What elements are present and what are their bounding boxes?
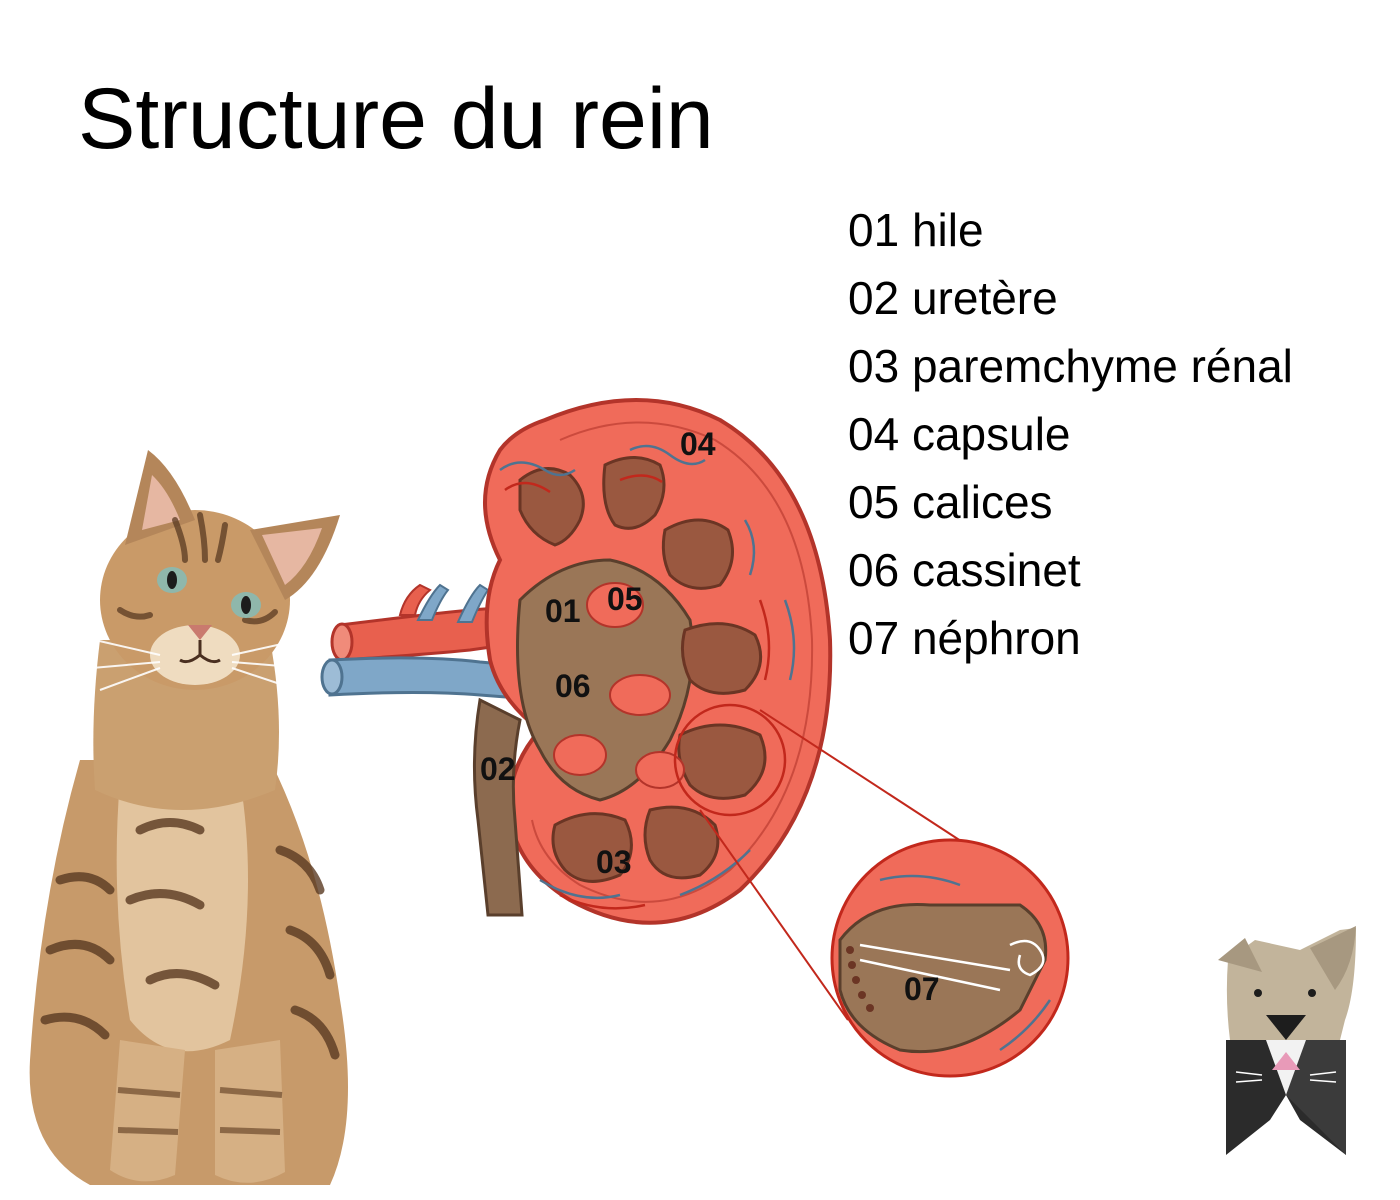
marker-06: 06 [555, 668, 591, 704]
cat-photo [29, 450, 349, 1185]
marker-04: 04 [680, 426, 716, 462]
legend-item-06: 06 cassinet [848, 544, 1081, 596]
legend-item-02: 02 uretère [848, 272, 1058, 324]
cat-dog-logo-icon [1218, 926, 1356, 1155]
legend-list: 01 hile 02 uretère 03 paremchyme rénal 0… [848, 202, 1293, 678]
marker-02: 02 [480, 751, 516, 787]
legend-item-07: 07 néphron [848, 612, 1081, 664]
legend-item-01: 01 hile [848, 204, 984, 256]
page-title: Structure du rein [78, 71, 714, 167]
nephron-zoom [830, 838, 1070, 1078]
legend-item-05: 05 calices [848, 476, 1053, 528]
marker-03: 03 [596, 844, 632, 880]
kidney-illustration [320, 398, 991, 1021]
legend-item-03: 03 paremchyme rénal [848, 340, 1293, 392]
marker-07: 07 [904, 971, 940, 1007]
marker-01: 01 [545, 593, 581, 629]
marker-05: 05 [607, 581, 643, 617]
legend-item-04: 04 capsule [848, 408, 1071, 460]
